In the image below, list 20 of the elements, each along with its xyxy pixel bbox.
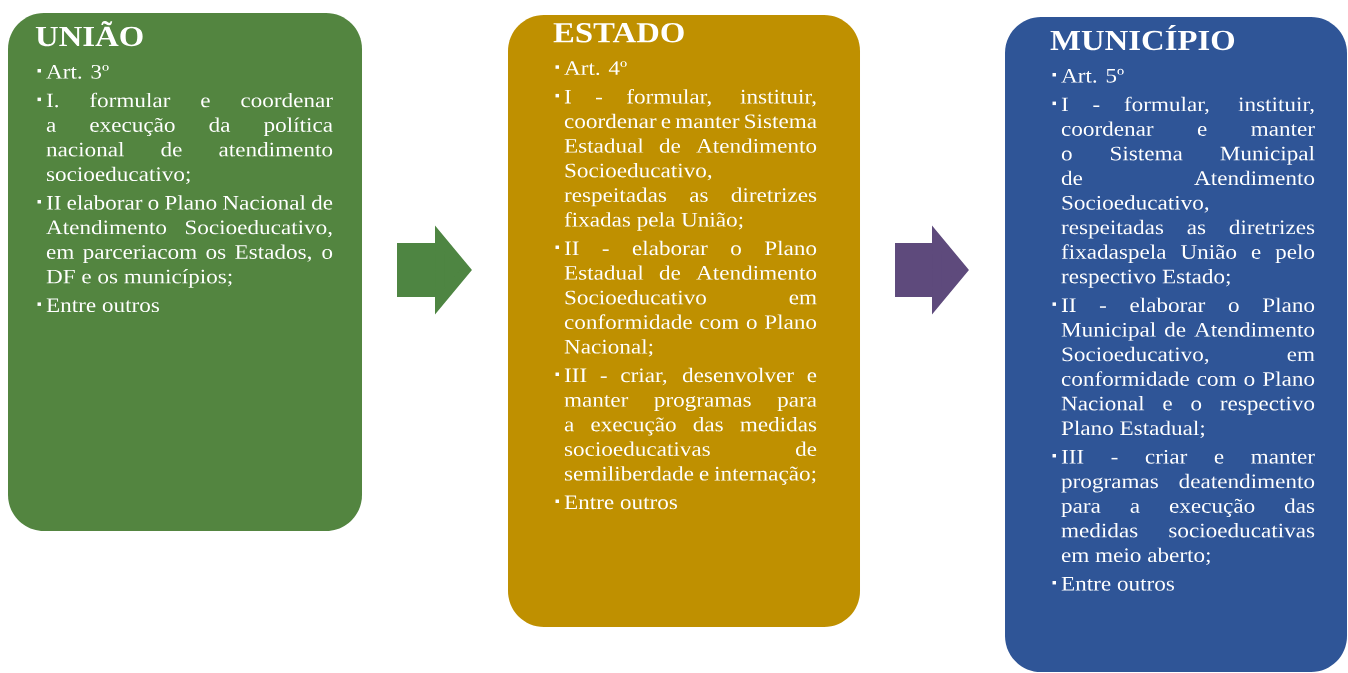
heading: UNIÃO [35,21,143,47]
bullet-item: II - elaborar o Plano Municipal de Atendimento Socioeducativo, em conformidade com o Plano Nacional e o respectivo Plano Estadual; [1052,297,1315,439]
bullet-item: II elaborar o Plano Nacional de Atendimento Socioeducativo, em parceriacom os Estados, o DF e os municípios; [37,195,333,288]
bullet-item: Art. 5º [1052,68,1124,83]
heading: MUNICÍPIO [1050,25,1235,51]
bullet-item: Art. 3º [37,64,109,79]
bullet-item: I - formular, instituir, coordenar e manter o Sistema Municipal de Atendimento Socioeducativo, respeitadas as diretrizes fixadaspela União e pelo respectivo Estado; [1052,96,1315,288]
rounded-box [8,13,362,531]
heading: ESTADO [553,23,684,43]
bullet-item: Art. 4º [555,61,627,76]
bullet-item: I. formular e coordenar a execução da política nacional de atendimento socioeducativo; [37,92,333,185]
rounded-box [1005,17,1347,672]
bullet-item: Entre outros [1052,577,1175,591]
bullet-item: II - elaborar o Plano Estadual de Atendimento Socioeducativo em conformidade com o Plano Nacional; [555,240,817,357]
bullet-item: Entre outros [555,495,678,510]
rounded-box [508,15,860,627]
bullet-item: Entre outros [37,298,159,313]
bullet-item: I - formular, instituir, coordenar e manter Sistema Estadual de Atendimento Socioeducativo, respeitadas as diretrizes fixadas pela União; [555,89,817,231]
bullet-item: III - criar, desenvolver e manter programas para a execução das medidas socioeducativas de semiliberdade e internação; [555,367,817,485]
bullet-item: III - criar e manter programas deatendimento para a execução das medidas socioeducativas em meio aberto; [1052,449,1315,566]
